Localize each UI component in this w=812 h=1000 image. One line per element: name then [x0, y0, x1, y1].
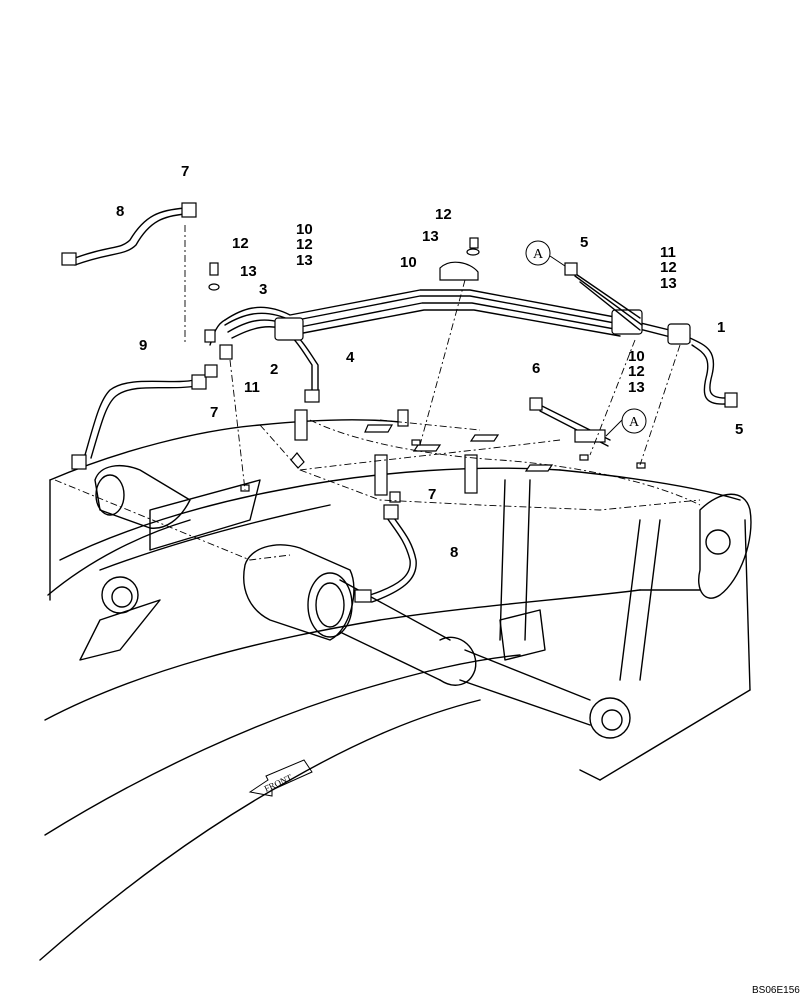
callout-12-left: 12	[296, 236, 313, 253]
callout-labels: 1 2 3 4 5 5 6 7 7 7 8 8 9 10 12 13 12 13…	[116, 163, 743, 561]
view-marker-a-top: A	[525, 240, 566, 267]
callout-10-top-center: 10	[400, 254, 417, 271]
callout-10-left: 10	[296, 221, 313, 238]
callout-11-right: 11	[660, 244, 676, 261]
brackets	[208, 237, 646, 496]
callout-12-top-center: 12	[435, 206, 452, 223]
callout-8-bottom: 8	[450, 544, 458, 561]
callout-2: 2	[270, 361, 278, 378]
callout-13-right-lower: 13	[628, 379, 645, 396]
callout-8-top: 8	[116, 203, 124, 220]
callout-7-top: 7	[181, 163, 189, 180]
callout-12-bolt: 12	[232, 235, 249, 252]
callout-9: 9	[139, 337, 147, 354]
hoses	[61, 202, 417, 603]
callout-6: 6	[532, 360, 540, 377]
callout-1: 1	[717, 319, 725, 336]
view-marker-a-top-label: A	[533, 247, 544, 262]
callout-4: 4	[346, 349, 355, 366]
callout-3: 3	[259, 281, 267, 298]
boom-structure	[39, 419, 752, 961]
callout-12-right-lower: 12	[628, 363, 645, 380]
front-arrow: FRONT	[248, 759, 313, 797]
callout-13-right: 13	[660, 275, 677, 292]
callout-11-left: 11	[244, 379, 260, 396]
callout-13-top-center: 13	[422, 228, 439, 245]
callout-7-bottom: 7	[428, 486, 436, 503]
pipe-bundle	[204, 289, 738, 408]
callout-13-bolt: 13	[240, 263, 257, 280]
view-marker-a-right-label: A	[629, 415, 640, 430]
view-marker-a-right: A	[605, 408, 647, 437]
leader-lines	[54, 225, 701, 561]
drawing-code: BS06E156	[752, 985, 800, 996]
callout-5-top: 5	[580, 234, 588, 251]
callout-7-left: 7	[210, 404, 218, 421]
callout-10-right-lower: 10	[628, 348, 645, 365]
hose-a-connection	[529, 262, 643, 447]
callout-13-left: 13	[296, 252, 313, 269]
callout-5-right: 5	[735, 421, 743, 438]
callout-12-right: 12	[660, 259, 677, 276]
